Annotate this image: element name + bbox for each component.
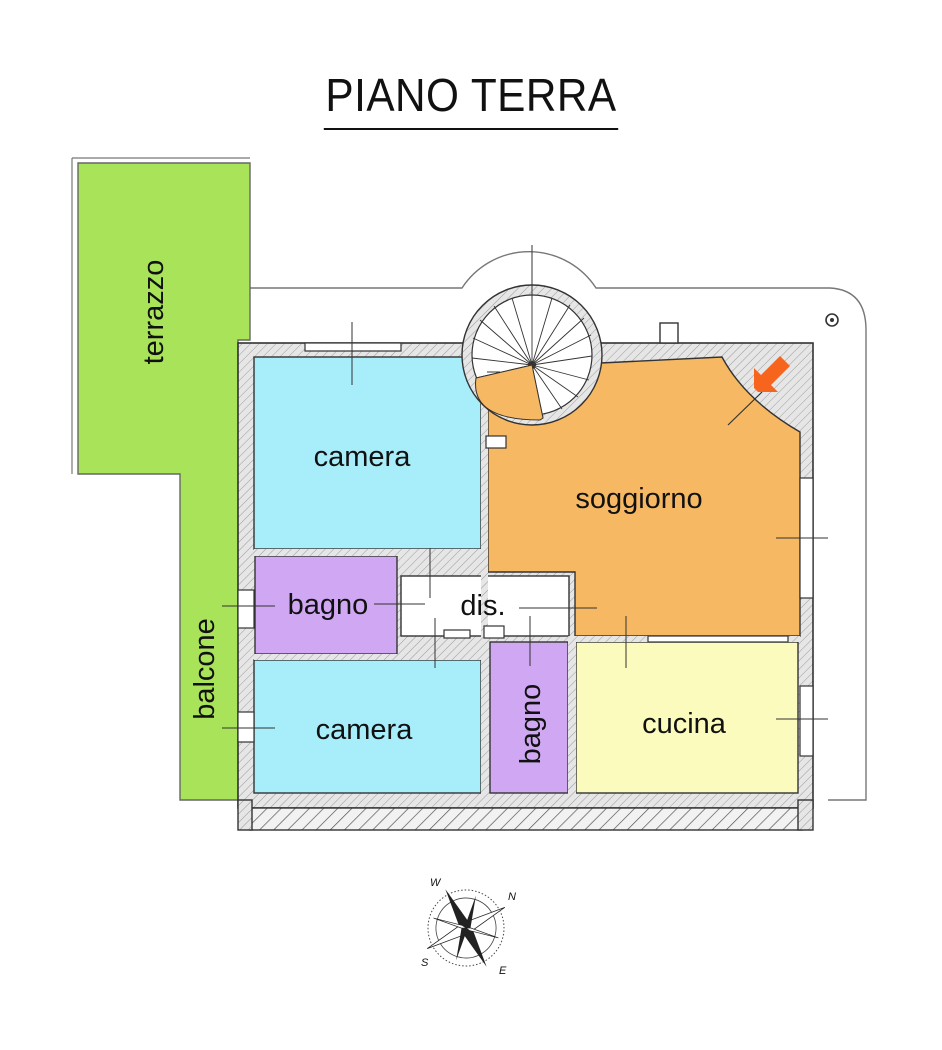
- label-camera-top: camera: [314, 441, 412, 473]
- compass-w-label: W: [430, 877, 442, 889]
- room-camera-bottom: [253, 659, 482, 794]
- reference-ticks: [222, 322, 828, 729]
- outdoor-post: [825, 313, 839, 327]
- plan-title: PIANO TERRA: [38, 68, 905, 130]
- room-bagno-center: [489, 641, 569, 794]
- label-bagno-center: bagno: [515, 684, 547, 765]
- windows: [237, 342, 814, 757]
- entrance-arrow-icon: [754, 356, 790, 392]
- compass-e-label: E: [499, 965, 507, 977]
- label-terrazzo: terrazzo: [138, 260, 170, 365]
- compass-rose-icon: [426, 889, 506, 967]
- label-soggiorno: soggiorno: [575, 483, 702, 515]
- terrazzo-area: [77, 162, 251, 801]
- plan-title-text: PIANO TERRA: [323, 68, 619, 130]
- room-camera-top: [253, 356, 482, 550]
- base-hatch: [249, 807, 803, 831]
- label-bagno-left: bagno: [288, 589, 369, 621]
- room-cucina: [575, 641, 799, 794]
- outdoor-outline: [250, 251, 867, 801]
- label-disimpegno: dis.: [460, 590, 505, 622]
- compass-s-label: S: [421, 957, 429, 969]
- spiral-staircase: [461, 245, 603, 426]
- label-cucina: cucina: [642, 708, 727, 740]
- label-balcone: balcone: [189, 618, 221, 720]
- wall-shaft: [659, 322, 679, 344]
- label-camera-bottom: camera: [316, 714, 414, 746]
- compass-n-label: N: [508, 891, 516, 903]
